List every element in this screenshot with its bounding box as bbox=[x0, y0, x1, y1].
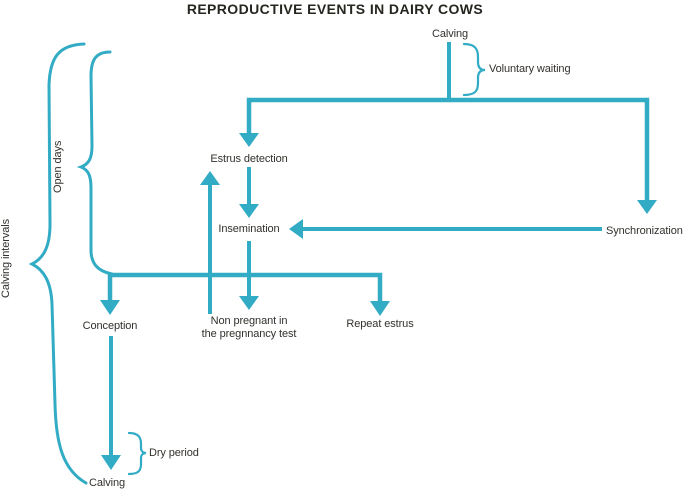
page-title: REPRODUCTIVE EVENTS IN DAIRY COWS bbox=[186, 1, 484, 17]
top-connector-line bbox=[246, 97, 650, 201]
non-pregnant-line2: the pregnnancy test bbox=[201, 328, 297, 340]
arrowhead-to-repeat-estrus bbox=[370, 301, 390, 316]
node-calving-top: Calving bbox=[432, 28, 468, 40]
node-repeat-estrus: Repeat estrus bbox=[346, 318, 414, 330]
node-calving-bottom: Calving bbox=[89, 477, 125, 489]
arrowhead-up-to-estrus-detection bbox=[200, 171, 220, 185]
label-calving-intervals: Calving intervals bbox=[0, 218, 12, 298]
node-synchronization: Synchronization bbox=[606, 225, 683, 237]
label-open-days: Open days bbox=[52, 140, 64, 193]
calving-intervals-brace bbox=[28, 42, 88, 485]
dry-period-brace bbox=[127, 431, 147, 476]
voluntary-waiting-brace bbox=[462, 42, 486, 97]
node-conception: Conception bbox=[82, 320, 138, 332]
arrowhead-left-to-insemination bbox=[289, 219, 303, 239]
arrowhead-to-synchronization bbox=[637, 200, 657, 214]
label-dry-period: Dry period bbox=[149, 447, 199, 459]
node-non-pregnant: Non pregnant in the pregnnancy test bbox=[174, 315, 324, 341]
non-pregnant-line1: Non pregnant in bbox=[210, 315, 288, 327]
open-days-brace bbox=[76, 50, 114, 276]
arrowhead-to-calving-bottom bbox=[101, 455, 121, 470]
node-estrus-detection: Estrus detection bbox=[210, 153, 288, 165]
label-voluntary-waiting: Voluntary waiting bbox=[489, 63, 571, 75]
arrowhead-to-insemination bbox=[239, 204, 259, 218]
arrowhead-to-pregnancy-test bbox=[239, 296, 259, 310]
insemination-outcomes-connector-line bbox=[107, 272, 383, 303]
arrowhead-to-estrus-detection bbox=[239, 133, 259, 147]
arrowhead-to-conception bbox=[100, 300, 120, 315]
node-insemination: Insemination bbox=[218, 223, 280, 235]
